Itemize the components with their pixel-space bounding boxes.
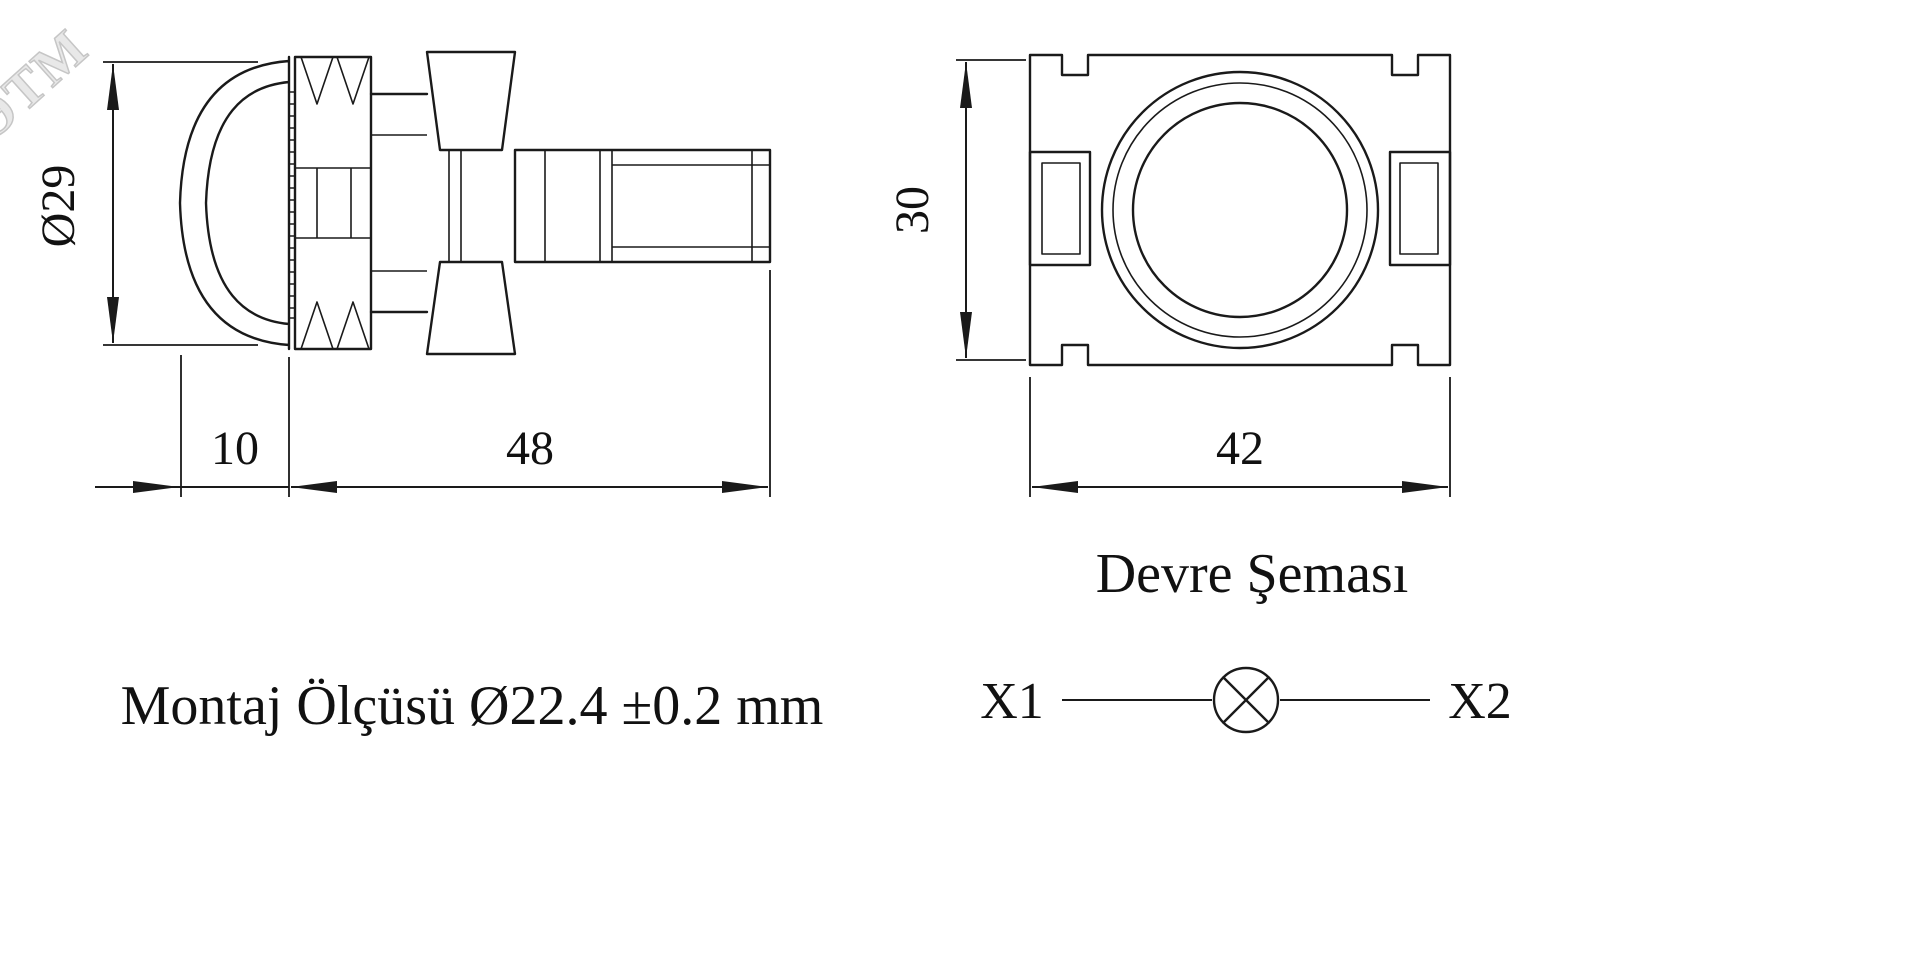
left-clip: [1028, 150, 1092, 267]
lens-knurl: [289, 91, 295, 319]
circuit-diagram: Devre Şeması X1 X2: [980, 543, 1512, 734]
bezel-middle-circle: [1112, 82, 1368, 338]
extension-lines-side: [103, 61, 771, 497]
neck-thread-lines: [371, 134, 427, 272]
ratchet-teeth: [448, 150, 462, 262]
height-dimension-label: 30: [886, 186, 939, 234]
front-view-dimensions: 30 42: [886, 59, 1451, 497]
right-clip-inner: [1399, 162, 1439, 255]
terminal-x1-label: X1: [980, 673, 1044, 730]
lamp-symbol-circle: [1212, 666, 1280, 734]
front-view: [1028, 53, 1452, 367]
rear-body-details: [544, 150, 770, 262]
width-dimension-label: 42: [1216, 422, 1264, 475]
mounting-note: Montaj Ölçüsü Ø22.4 ±0.2 mm: [121, 675, 824, 737]
lamp-symbol-cross: [1222, 676, 1270, 724]
left-clip-inner: [1041, 162, 1081, 255]
lens-dome: [178, 55, 291, 351]
extension-lines-front: [956, 59, 1451, 497]
bezel-ring: [293, 55, 373, 351]
bezel-outer-circle: [1100, 70, 1380, 350]
length-dimension-label: 48: [506, 422, 554, 475]
neck-section: [369, 92, 429, 314]
terminal-x2-label: X2: [1448, 673, 1512, 730]
diameter-dimension-label: Ø29: [32, 165, 85, 248]
side-view-dimensions: Ø29 10 48: [32, 61, 771, 497]
lens-depth-label: 10: [211, 422, 259, 475]
front-body-outline: [1028, 53, 1452, 367]
bezel-knurl: [295, 56, 371, 350]
right-clip: [1388, 150, 1452, 267]
side-view: [178, 50, 772, 356]
mounting-ears: [425, 50, 517, 356]
rear-body: [513, 148, 772, 264]
lens-circle: [1131, 101, 1349, 319]
circuit-title: Devre Şeması: [1096, 543, 1409, 605]
